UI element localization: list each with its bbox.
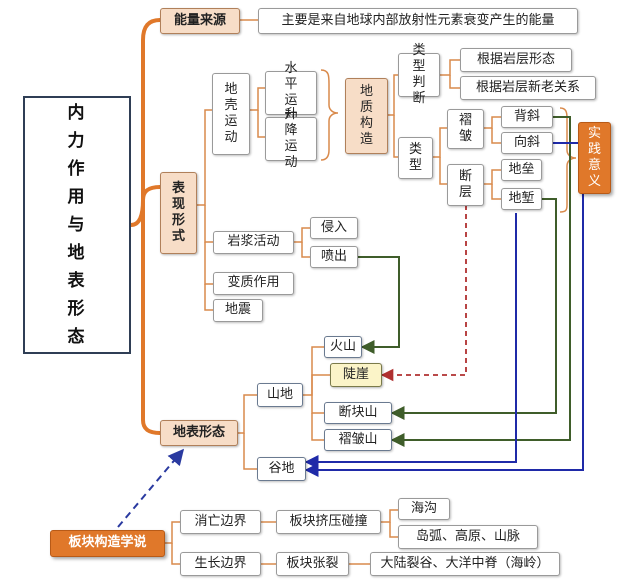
node-metamorphism: 变质作用	[213, 272, 294, 295]
blue-dashed-arrow	[117, 448, 185, 528]
node-horst: 地垒	[501, 159, 542, 181]
green-arrows	[358, 116, 571, 447]
node-plate-collision: 板块挤压碰撞	[276, 510, 381, 534]
node-horizontal-movement: 水 平 运 动	[265, 61, 317, 124]
node-cliff: 陡崖	[330, 363, 382, 387]
node-crust-movement: 地 壳 运 动	[212, 73, 250, 155]
node-island-plateau-mountain: 岛弧、高原、山脉	[398, 525, 538, 549]
node-syncline: 向斜	[501, 132, 553, 154]
connectors	[165, 19, 501, 565]
diagram-title: 内 力 作 用 与 地 表 形 态	[67, 103, 87, 347]
node-volcano: 火山	[324, 336, 362, 358]
node-practical-significance: 实 践 意 义	[578, 122, 611, 194]
main-trunk	[129, 18, 162, 435]
node-destructive-boundary: 消亡边界	[180, 510, 261, 534]
brace-shapes	[320, 69, 577, 213]
node-fold-mountain: 褶皱山	[324, 429, 392, 451]
node-energy-source: 能量来源	[160, 8, 240, 34]
node-rift-and-ridge: 大陆裂谷、大洋中脊（海岭）	[370, 552, 560, 576]
node-trench: 海沟	[398, 498, 450, 520]
node-magma-activity: 岩浆活动	[213, 231, 294, 254]
node-earthquake: 地震	[213, 299, 263, 322]
node-by-age: 根据岩层新老关系	[460, 76, 596, 100]
node-fold: 褶 皱	[447, 109, 484, 149]
node-graben: 地堑	[501, 188, 542, 210]
node-plate-rifting: 板块张裂	[276, 552, 349, 576]
node-anticline: 背斜	[501, 106, 553, 128]
node-valley: 谷地	[257, 457, 306, 481]
node-intrusion: 侵入	[310, 217, 358, 239]
node-forms: 表 现 形 式	[160, 172, 197, 254]
node-type: 类 型	[398, 137, 433, 179]
node-landform: 地表形态	[160, 420, 238, 446]
diagram-title-box: 内 力 作 用 与 地 表 形 态	[23, 96, 131, 354]
node-fault: 断 层	[447, 164, 484, 206]
node-by-shape: 根据岩层形态	[460, 48, 572, 72]
blue-arrows	[304, 142, 584, 477]
node-geologic-structure: 地 质 构 造	[345, 78, 388, 154]
node-eruption: 喷出	[310, 246, 358, 268]
node-vertical-movement: 升 降 运 动	[265, 107, 317, 170]
node-type-judgement: 类 型 判 断	[398, 43, 440, 106]
node-energy-desc: 主要是来自地球内部放射性元素衰变产生的能量	[258, 8, 578, 34]
node-block-mountain: 断块山	[324, 402, 392, 424]
red-dashed-arrow	[380, 205, 467, 382]
node-plate-tectonics: 板块构造学说	[50, 530, 165, 557]
node-constructive-boundary: 生长边界	[180, 552, 261, 576]
node-mountain: 山地	[257, 383, 303, 407]
